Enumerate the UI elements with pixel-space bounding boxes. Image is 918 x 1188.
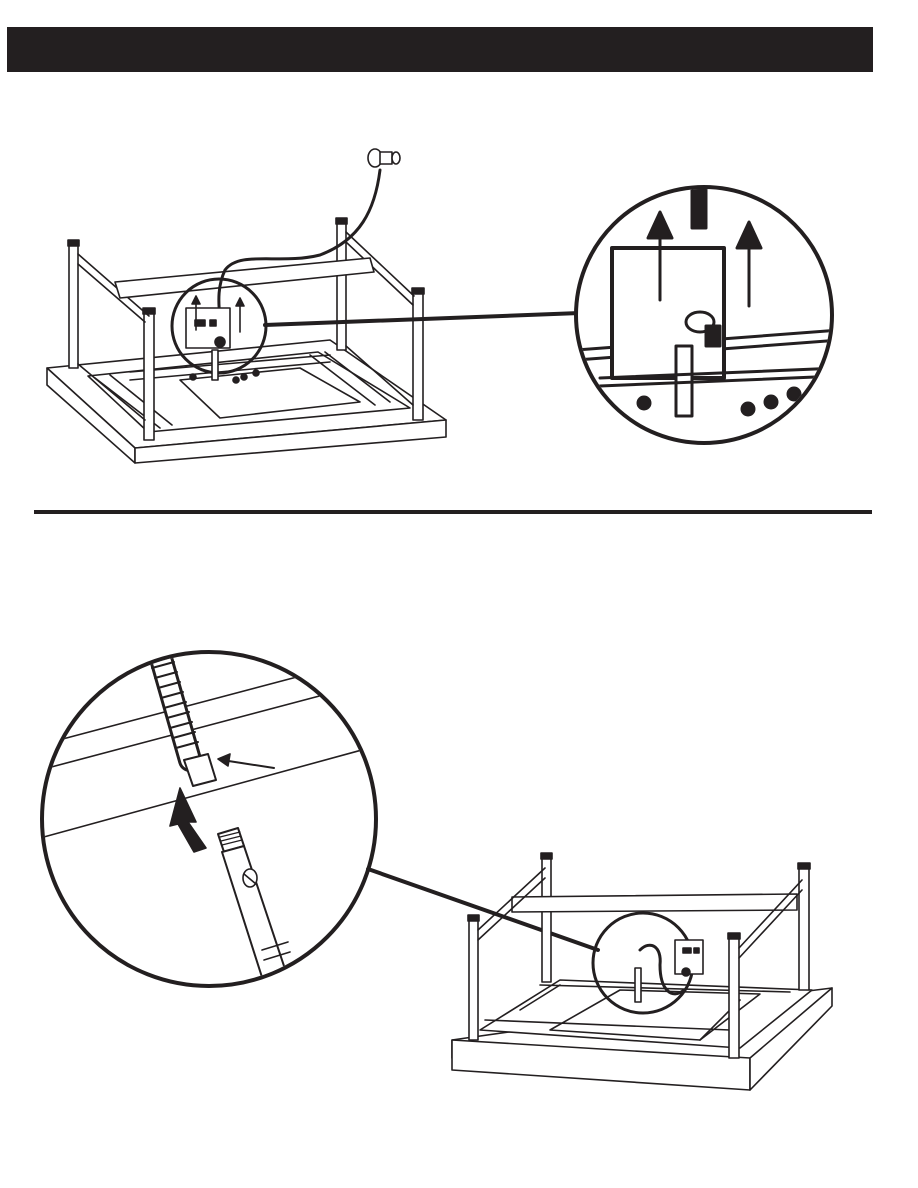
step2-large-callout	[42, 652, 376, 986]
table-base-slab-2	[452, 980, 832, 1090]
